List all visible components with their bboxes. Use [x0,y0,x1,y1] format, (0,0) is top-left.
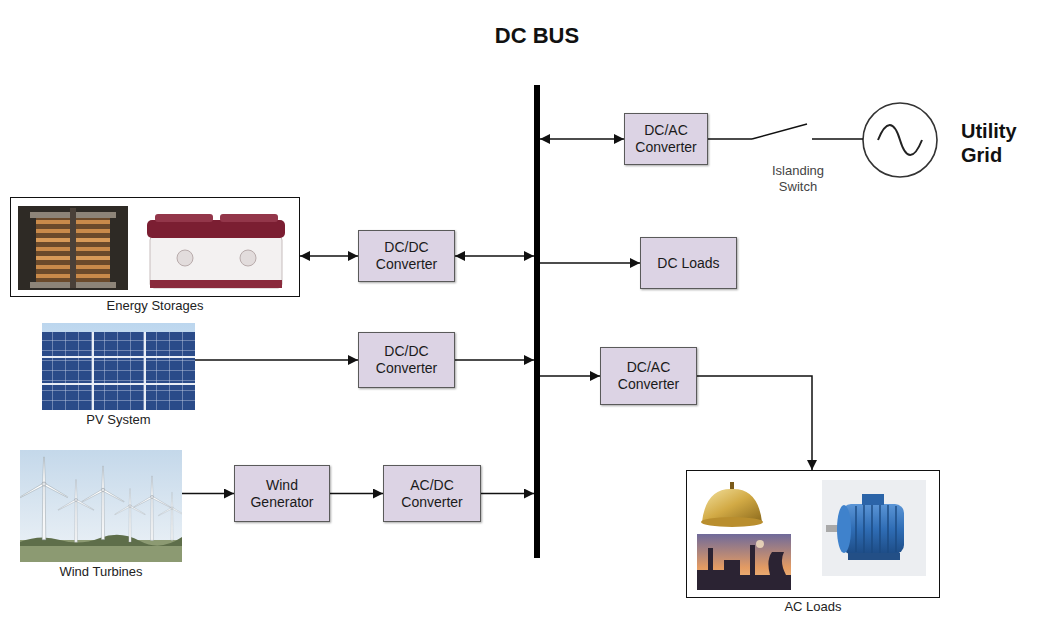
lamp-picture [696,478,772,530]
box-label: DC/DC Converter [363,239,450,273]
node-heading: Utility Grid [961,119,1033,167]
flywheel-picture [18,206,128,290]
converter-box: AC/DC Converter [383,465,481,522]
pv-source: PV System [42,323,195,410]
generator-box: Wind Generator [234,465,330,522]
box-label: DC/DC Converter [363,343,450,377]
connector-arrow [455,359,534,361]
load-box: DC Loads [640,237,737,289]
node-heading: Energy Storages [0,299,319,314]
grid-source-symbol [863,103,937,177]
connector-arrow [182,493,234,495]
box-label: Wind Generator [239,477,325,511]
connector-arrow [455,255,534,257]
box-label: DC/AC Converter [605,359,692,393]
motor-picture [822,480,926,576]
wind-turbine-picture [20,450,182,562]
converter-box: DC/AC Converter [624,113,708,165]
connector-arrow [481,493,534,495]
dc-bus: DC BUS [534,85,540,558]
power-plant-picture [697,534,791,590]
converter-box: DC/DC Converter [358,332,455,388]
node-heading: DC BUS [495,23,579,49]
switch-label: Islanding Switch [752,163,844,194]
node-heading: Wind Turbines [0,565,202,580]
washer-picture [140,206,292,292]
converter-box: DC/AC Converter [600,347,697,405]
connectors [182,124,863,494]
converter-box: DC/DC Converter [358,230,455,282]
connector-arrow [540,138,624,140]
connector-arrow [195,359,358,361]
pv-panel-picture [42,323,195,410]
wind-source: Wind Turbines [20,450,182,562]
connector-arrow [708,138,863,140]
storage-group: Energy Storages [10,197,300,297]
connector-arrow [697,376,812,470]
box-label: DC/AC Converter [629,122,703,156]
box-label: AC/DC Converter [388,477,476,511]
connector-arrow [540,262,640,264]
switch-blade [752,124,807,139]
box-label: DC Loads [657,255,719,272]
node-heading: PV System [22,413,215,428]
connector-arrow [330,493,383,495]
grid-source: Utility Grid [863,103,937,177]
node-heading: AC Loads [667,600,959,615]
connector-arrow [540,375,600,377]
load-group: AC Loads [686,470,940,598]
connector-arrow [300,255,358,257]
